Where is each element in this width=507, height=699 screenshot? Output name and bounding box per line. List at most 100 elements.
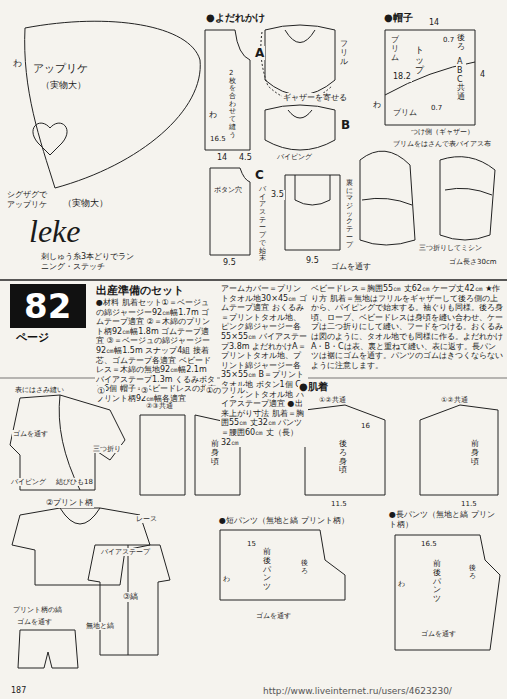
part-label: 前身頃 xyxy=(210,440,220,466)
note-text: ●短パンツ（無地と縞 プリント柄） xyxy=(218,516,380,526)
part-label: ギャザーを寄せる xyxy=(282,93,348,103)
dimension: 11.5 xyxy=(460,500,478,508)
part-label: ブリム xyxy=(390,36,400,62)
part-label: ブリム xyxy=(392,108,418,118)
part-label: バイアステープ xyxy=(100,548,151,556)
underwear-pattern xyxy=(305,405,498,495)
bonnet xyxy=(360,151,415,245)
part-label: A xyxy=(254,46,265,60)
part-label: バイアステープで始末 xyxy=(258,186,267,263)
part-label: leke xyxy=(28,212,82,250)
part-label: シグザグでアップリケ xyxy=(6,190,52,209)
bib-pattern-a xyxy=(205,30,250,150)
dimension: 9.5 xyxy=(222,258,237,268)
part-label: 三つ折りしてミシン xyxy=(418,244,483,252)
part-label: 前後パンツ xyxy=(262,548,272,592)
part-label: ②プリント柄 xyxy=(45,498,94,508)
dimension: 4 xyxy=(479,70,486,80)
part-label: バイピング xyxy=(276,153,313,161)
part-label: ①②共通 xyxy=(440,396,469,404)
part-label: つけ側（ギャザー） xyxy=(410,128,475,136)
dimension: 16.5 xyxy=(420,540,438,548)
part-label: ②③共通 xyxy=(145,402,174,410)
part-label: ③ xyxy=(140,386,149,396)
bonnet-pattern xyxy=(385,30,475,125)
page-word: ページ xyxy=(10,328,86,347)
part-label: 表にはさみ縫い xyxy=(14,386,65,394)
part-label: レース xyxy=(135,515,158,523)
note-text: 刺しゅう糸3本どりでランニング・ステッチ xyxy=(40,252,142,271)
dimension: 187 xyxy=(10,686,27,696)
part-label: わ xyxy=(397,580,406,588)
pants xyxy=(18,630,78,668)
dimension: 0.7 xyxy=(442,36,455,44)
part-label: ボタン穴 xyxy=(213,186,243,194)
part-label: 三つ折り xyxy=(92,445,122,453)
note-text: ●材料 肌着セット①＝ベージュの綿ジャージー92㎝幅1.7m ゴムテープ適宜 ②… xyxy=(95,298,217,404)
part-label: C xyxy=(254,168,265,182)
part-label: アップリケ xyxy=(32,62,89,75)
note-text: ●長パンツ（無地と縞 プリント柄） xyxy=(388,510,502,529)
part-label: ①のフリル xyxy=(205,386,246,396)
part-label: わ xyxy=(12,58,23,69)
robe xyxy=(10,395,125,490)
part-label: ●帽子 xyxy=(383,12,414,24)
part-label: 後ろ xyxy=(468,565,477,580)
part-label: 結びひも18 xyxy=(55,478,94,486)
part-label: ABC共通 xyxy=(456,58,466,102)
dimension: 0.7 xyxy=(430,104,443,112)
part-label: ブリムをはさんで表バイアス布 xyxy=(392,140,492,148)
shirt xyxy=(12,508,150,585)
part-label: バイピング xyxy=(10,478,47,486)
part-label: 後ろ xyxy=(456,34,466,52)
part-label: ゴムを通す xyxy=(420,630,457,638)
part-label: 2枚を合わせて縫う xyxy=(228,70,237,139)
part-label: ゴムを通す xyxy=(330,262,372,272)
part-label: 前後パンツ xyxy=(432,560,442,604)
dimension: 16 xyxy=(360,422,371,430)
part-label: ① xyxy=(96,386,106,397)
part-label: フリル xyxy=(339,40,349,66)
divider xyxy=(0,279,507,281)
part-label: ①②共通 xyxy=(318,396,347,404)
part-label: ゴムを通す xyxy=(16,618,53,626)
part-label: B xyxy=(340,118,351,132)
dimension: 14 xyxy=(216,153,228,163)
part-label: 後ろ身頃 xyxy=(338,440,348,475)
part-label: （実物大） xyxy=(62,198,109,209)
dimension: 3.5 xyxy=(270,190,285,200)
long-pants-pattern xyxy=(395,535,500,650)
part-label: わ xyxy=(222,575,231,583)
dimension: 15 xyxy=(246,540,257,548)
part-label: ●よだれかけ xyxy=(205,12,266,24)
short-pants-pattern xyxy=(220,530,345,600)
dimension: 14 xyxy=(428,18,440,28)
part-label: トップ xyxy=(414,46,425,76)
bib-pattern-c xyxy=(210,168,250,255)
part-label: ゴムを通す xyxy=(255,612,292,620)
frill xyxy=(261,32,332,101)
part-label: ゴム長さ30cm xyxy=(448,258,498,266)
part-label: 裏にマジックテープ xyxy=(345,180,354,249)
part-label: ③縞 xyxy=(122,592,139,602)
watermark: http://www.liveinternet.ru/users/4623230… xyxy=(262,686,453,697)
page-number-box: 82ページ xyxy=(10,284,86,347)
bonnet xyxy=(440,157,495,240)
part-label: 前身頃 xyxy=(470,440,480,466)
part-label: ●肌着 xyxy=(298,381,329,393)
dimension: 9.5 xyxy=(305,256,320,266)
heart-applique xyxy=(25,21,201,188)
bib-a xyxy=(265,25,335,95)
bib-c xyxy=(285,175,340,250)
note-text: アームカバー＝プリントタオル地30×45㎝ ゴムテープ適宜 おくるみ＝プリントタ… xyxy=(220,284,308,447)
dimension: 16.5 xyxy=(209,135,227,143)
bib-b xyxy=(265,105,335,150)
page-number: 82 xyxy=(10,284,86,328)
heading: 出産準備のセット xyxy=(95,284,185,297)
part-label: プリント柄の縞 xyxy=(12,606,63,614)
coat xyxy=(88,545,170,655)
part-label: 無地と縞 xyxy=(85,622,115,630)
part-label: （実物大） xyxy=(40,80,87,91)
dimension: 11.5 xyxy=(330,500,348,508)
dimension: 18.2 xyxy=(392,72,412,82)
